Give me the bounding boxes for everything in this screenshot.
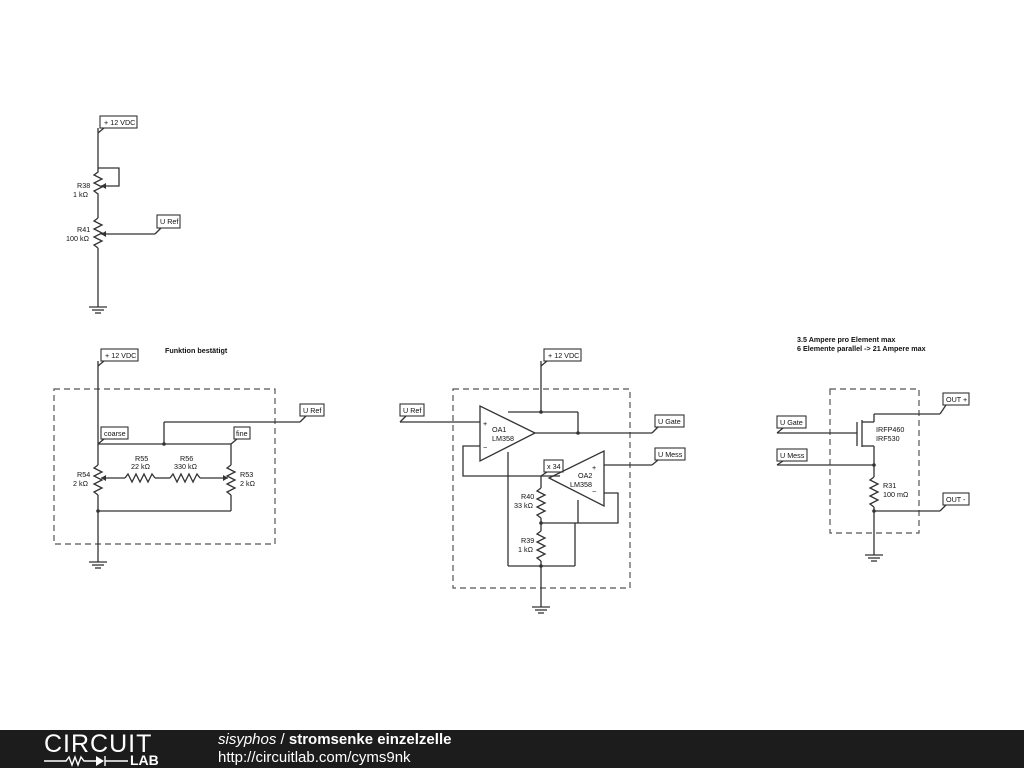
r55-value: 22 kΩ [131,462,151,471]
ugate-tag-2 [776,415,807,429]
fine-tag [233,426,251,440]
coarse-tag-label: coarse [104,429,126,438]
r39-name: R39 [521,536,534,545]
out-minus-tag [942,492,970,506]
supply-tag-2-label: + 12 VDC [105,351,136,360]
svg-text:−: − [483,443,487,452]
r39-value: 1 kΩ [518,545,534,554]
out-plus-tag [942,392,970,406]
oa1-value: LM358 [492,434,514,443]
supply-tag-1 [99,115,138,129]
dashed-group-1 [53,388,276,545]
supply-tag-1-label: + 12 VDC [104,118,135,127]
umess-tag-1 [654,447,686,461]
logo-text-lab: LAB [130,752,159,768]
uref-tag-2-label: U Ref [303,406,321,415]
mosfet-value: IRF530 [876,434,900,443]
r31-name: R31 [883,481,896,490]
uref-tag-3 [399,403,425,417]
resistor-r56 [169,472,201,484]
uref-tag-2 [299,403,325,417]
r38-name: R38 [77,181,90,190]
uref-tag-1 [156,214,181,229]
note-funktion: Funktion bestätigt [165,346,228,355]
logo-wave-icon [44,755,128,767]
ugate-tag-1-label: U Gate [658,417,681,426]
resistor-r38 [92,168,104,202]
circuit-opamps: + 12 VDC U Ref + − OA1 LM358 U Gate x 34… [399,348,686,614]
oa1-name: OA1 [492,425,506,434]
resistor-r53 [225,464,237,496]
schematic-canvas: + 12 VDC R38 1 kΩ R41 100 kΩ U Ref Funkt… [53,115,970,614]
ugate-tag-2-label: U Gate [780,418,803,427]
svg-text:−: − [592,487,596,496]
out-plus-tag-label: OUT + [946,395,967,404]
circuit-name: stromsenke einzelzelle [288,731,452,748]
r55-name: R55 [135,454,148,463]
coarse-tag [100,426,129,440]
oa2-value: LM358 [570,480,592,489]
circuitlab-logo[interactable]: CIRCUIT LAB [44,731,174,767]
opamp-oa1 [479,404,537,463]
title-separator: / [276,731,289,748]
umess-tag-1-label: U Mess [658,450,683,459]
uref-tag-3-label: U Ref [403,406,421,415]
r41-name: R41 [77,225,90,234]
supply-tag-3-label: + 12 VDC [548,351,579,360]
r53-name: R53 [240,470,253,479]
logo-text-circuit: CIRCUIT [44,730,153,758]
r31-value: 100 mΩ [883,490,909,499]
circuit-coarse-fine: Funktion bestätigt + 12 VDC R54 2 kΩ R55… [53,346,325,569]
resistor-r41 [92,217,104,249]
supply-tag-3 [543,348,582,362]
resistor-r31 [868,476,880,508]
svg-text:+: + [592,463,596,472]
fine-tag-label: fine [236,429,248,438]
r56-name: R56 [180,454,193,463]
ugate-tag-1 [654,414,685,428]
gain-tag [543,459,564,473]
uref-tag-1-label: U Ref [160,217,178,226]
r38-value: 1 kΩ [73,190,89,199]
r41-value: 100 kΩ [66,234,90,243]
note-ampere-2: 6 Elemente parallel -> 21 Ampere max [797,344,926,353]
footer-bar: CIRCUIT LAB sisyphos / stromsenke einzel… [0,730,1024,768]
opamp-oa2 [547,449,605,508]
resistor-r39 [535,530,547,562]
r40-name: R40 [521,492,534,501]
resistor-r40 [535,487,547,519]
r54-name: R54 [77,470,90,479]
r56-value: 330 kΩ [174,462,198,471]
r54-value: 2 kΩ [73,479,89,488]
umess-tag-2 [776,448,808,462]
gain-tag-label: x 34 [547,462,561,471]
resistor-r55 [124,472,156,484]
r53-value: 2 kΩ [240,479,256,488]
dashed-group-3 [829,388,920,534]
circuit-url[interactable]: http://circuitlab.com/cyms9nk [218,749,411,766]
umess-tag-2-label: U Mess [780,451,805,460]
out-minus-tag-label: OUT - [946,495,966,504]
note-ampere-1: 3.5 Ampere pro Element max [797,335,895,344]
circuit-reference-divider: + 12 VDC R38 1 kΩ R41 100 kΩ U Ref [66,115,181,314]
circuit-mosfet-sink: 3.5 Ampere pro Element max 6 Elemente pa… [776,335,970,562]
circuit-title: sisyphos / stromsenke einzelzelle [218,731,451,749]
svg-text:+: + [483,419,487,428]
supply-tag-2 [100,348,139,362]
mosfet-name: IRFP460 [876,425,904,434]
resistor-r54 [92,464,104,496]
oa2-name: OA2 [578,471,592,480]
r40-value: 33 kΩ [514,501,534,510]
author-name[interactable]: sisyphos [218,731,277,748]
